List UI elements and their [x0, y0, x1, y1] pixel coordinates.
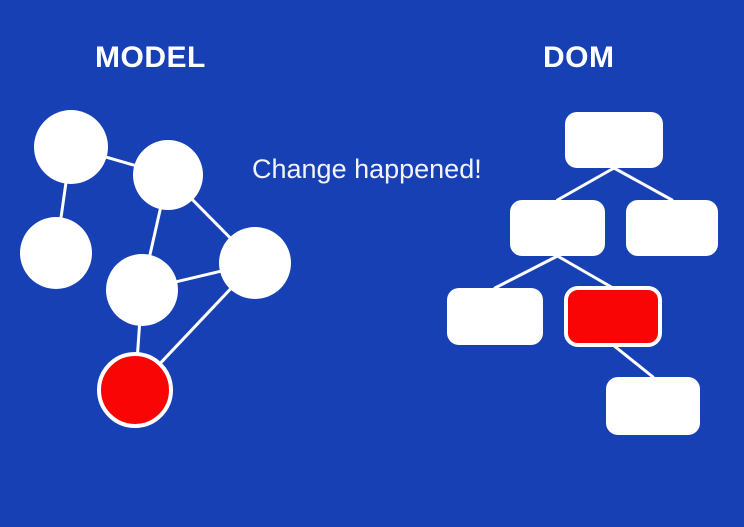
- dom-node[interactable]: [606, 377, 700, 435]
- dom-node[interactable]: [565, 112, 663, 168]
- model-edge: [189, 196, 233, 241]
- dom-edge: [493, 254, 559, 290]
- model-edge: [173, 269, 224, 284]
- change-happened-label: Change happened!: [252, 154, 482, 184]
- model-node[interactable]: [106, 254, 178, 326]
- dom-node[interactable]: [510, 200, 605, 256]
- model-node[interactable]: [133, 140, 203, 210]
- model-edge: [103, 155, 138, 168]
- model-node-group: [20, 110, 291, 428]
- model-edge: [156, 286, 234, 367]
- dom-heading: DOM: [543, 41, 615, 74]
- dom-edge: [611, 343, 655, 379]
- model-edge: [59, 180, 68, 221]
- dom-edge-group: [493, 166, 674, 379]
- dom-node[interactable]: [447, 288, 543, 345]
- dom-node-group: [447, 112, 718, 435]
- dom-edge: [612, 166, 674, 202]
- dom-node-changed[interactable]: [564, 286, 662, 347]
- model-edge: [135, 322, 142, 358]
- model-edge: [147, 205, 163, 259]
- dom-edge: [556, 166, 616, 202]
- model-node[interactable]: [20, 217, 92, 289]
- model-node[interactable]: [219, 227, 291, 299]
- model-node-changed[interactable]: [97, 352, 173, 428]
- dom-node[interactable]: [626, 200, 718, 256]
- model-edge-group: [59, 155, 234, 367]
- model-heading: MODEL: [95, 41, 206, 74]
- model-node[interactable]: [34, 110, 108, 184]
- dom-edge: [556, 254, 615, 290]
